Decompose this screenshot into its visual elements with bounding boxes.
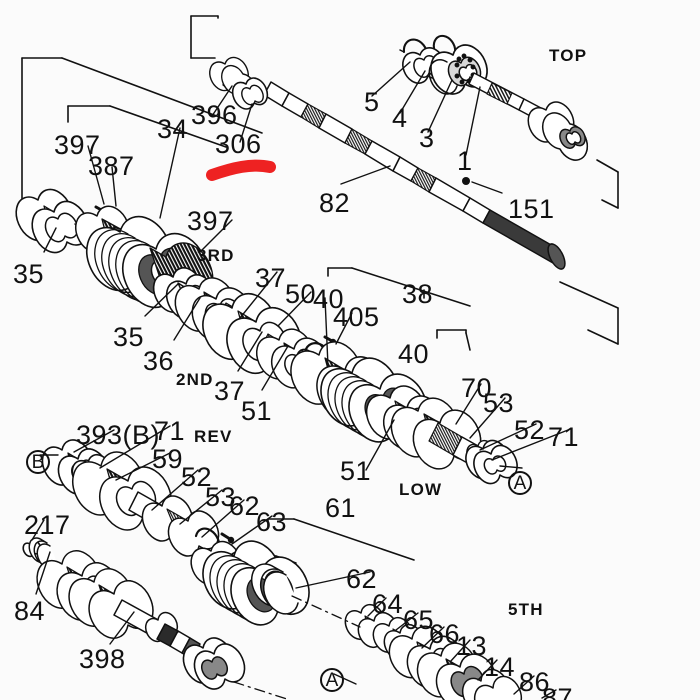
callout-82: 82 [319,188,351,218]
counter-shaft-398 [22,537,246,690]
callout-65: 65 [403,605,435,635]
callout-52: 52 [181,462,213,492]
callout-35: 35 [13,259,45,289]
callout-66: 66 [429,619,461,649]
callout-50: 50 [285,279,317,309]
callout-37: 37 [255,263,287,293]
callout-62: 62 [346,564,378,594]
callout-397: 397 [187,206,234,236]
bracket-group-38 [327,267,471,307]
bracket-right-lower [559,281,619,345]
circled-ref-a: A [508,471,532,495]
mainshaft-gear-train [15,188,518,485]
callout-84: 84 [14,596,46,626]
callout-306: 306 [215,129,262,159]
callout-397: 397 [54,130,101,160]
reverse-idler-assembly [41,439,310,626]
callout-34: 34 [157,114,189,144]
callout-59: 59 [152,444,184,474]
callout-87: 87 [542,683,574,700]
callout-51: 51 [340,456,372,486]
callout-38: 38 [402,279,434,309]
callout-3: 3 [419,123,435,153]
circled-ref-b: B [26,450,50,474]
callout-396: 396 [191,100,238,130]
callout-4: 4 [392,103,408,133]
bracket-group-61 [267,518,415,561]
callout-405: 405 [333,302,380,332]
countershaft-82 [263,81,566,270]
callout-53: 53 [483,388,515,418]
bracket-group-397-left [67,105,227,148]
callout-393B: 393(B) [76,420,161,450]
callout-64: 64 [372,589,404,619]
callout-62: 62 [229,491,261,521]
center-lines [233,595,361,700]
part-306-washer [231,77,269,110]
gear-name-5th: 5TH [508,600,544,619]
callout-217: 217 [24,510,71,540]
callout-13: 13 [456,631,488,661]
callout-14: 14 [484,652,516,682]
gear-name-top: TOP [549,46,588,65]
callout-40: 40 [398,339,430,369]
callout-52: 52 [514,415,546,445]
leader-lines [31,61,569,699]
callout-35: 35 [113,322,145,352]
callout-86: 86 [519,667,551,697]
bracket-group-40 [436,329,471,351]
callout-63: 63 [256,507,288,537]
callout-398: 398 [79,644,126,674]
fifth-gear-assembly [344,604,523,700]
gear-name-low: LOW [399,480,443,499]
callout-5: 5 [364,87,380,117]
callout-71: 71 [548,422,580,452]
callout-151: 151 [508,194,555,224]
callout-61: 61 [325,493,357,523]
callout-70: 70 [461,373,493,403]
callout-1: 1 [457,146,473,176]
callout-37: 37 [214,376,246,406]
bracket-right-upper [596,159,619,209]
main-shaft-assembly-top [399,34,589,161]
gear-name-2nd: 2ND [176,370,214,389]
bracket-group-396 [190,15,219,59]
callout-53: 53 [205,482,237,512]
callout-387: 387 [88,151,135,181]
circled-ref-a: A [320,668,344,692]
callout-40: 40 [313,284,345,314]
gear-name-3rd: 3RD [197,246,235,265]
callout-36: 36 [143,346,175,376]
gear-name-rev: REV [194,427,233,446]
red-marker-stroke [206,159,276,181]
callout-71: 71 [154,416,186,446]
callout-51: 51 [241,396,273,426]
